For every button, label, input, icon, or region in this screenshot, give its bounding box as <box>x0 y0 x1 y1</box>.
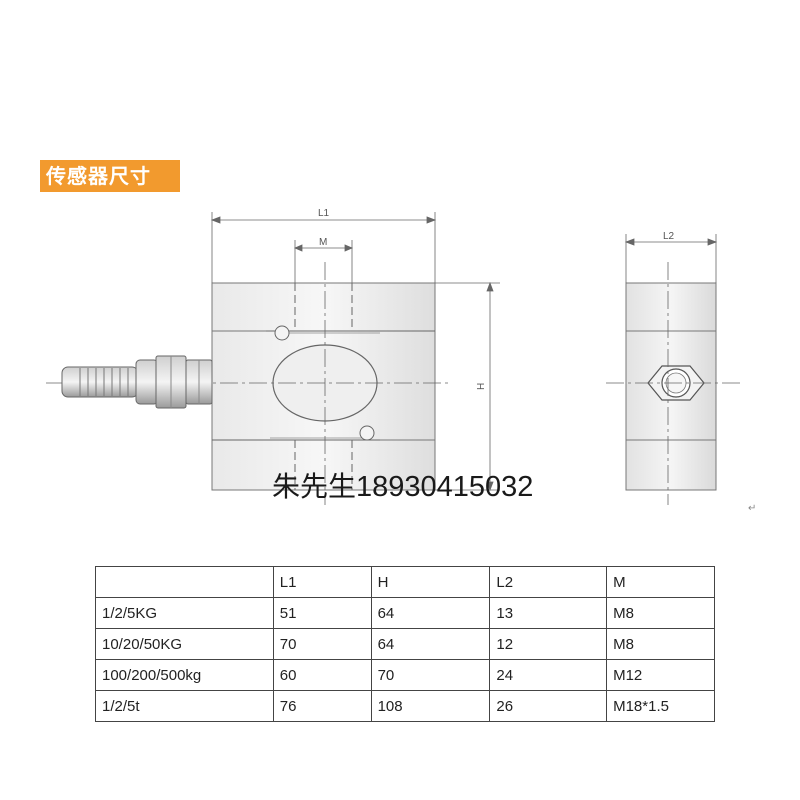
label-l2: L2 <box>663 231 675 242</box>
table-cell: H <box>370 566 491 598</box>
dimension-m <box>293 240 354 283</box>
table-cell: M8 <box>606 597 715 629</box>
table-cell <box>95 566 274 598</box>
contact-name: 朱先生 <box>272 470 357 503</box>
table-cell: 100/200/500kg <box>95 659 274 691</box>
table-cell: M8 <box>606 628 715 660</box>
table-cell: 64 <box>370 597 491 629</box>
table-cell: 70 <box>272 628 372 660</box>
table-cell: 70 <box>370 659 491 691</box>
table-cell: 12 <box>489 628 608 660</box>
dimension-l1 <box>210 212 437 283</box>
table-cell: 13 <box>489 597 608 629</box>
label-m: M <box>319 237 327 248</box>
table-cell: 10/20/50KG <box>95 628 274 660</box>
table-cell: L1 <box>272 566 372 598</box>
table-cell: 51 <box>272 597 372 629</box>
section-title: 传感器尺寸 <box>40 160 180 192</box>
cable-connector <box>61 355 213 409</box>
table-cell: M18*1.5 <box>606 690 715 722</box>
label-l1: L1 <box>318 208 330 219</box>
table-cell: 1/2/5KG <box>95 597 274 629</box>
table-cell: M <box>606 566 715 598</box>
table-cell: 26 <box>489 690 608 722</box>
dimension-h <box>435 281 500 492</box>
table-cell: 64 <box>370 628 491 660</box>
sensor-dimension-drawing: L1 M H L2 ↵ <box>46 208 756 514</box>
contact-line: 朱先生18930415032 <box>272 465 533 505</box>
table-cell: 108 <box>370 690 491 722</box>
side-view <box>606 262 740 505</box>
return-mark: ↵ <box>748 503 756 514</box>
table-cell: 1/2/5t <box>95 690 274 722</box>
table-cell: 76 <box>272 690 372 722</box>
table-cell: L2 <box>489 566 608 598</box>
table-cell: 24 <box>489 659 608 691</box>
table-cell: 60 <box>272 659 372 691</box>
table-cell: M12 <box>606 659 715 691</box>
contact-phone: 18930415032 <box>356 471 534 503</box>
label-h: H <box>476 383 487 390</box>
dimension-l2 <box>624 234 718 283</box>
